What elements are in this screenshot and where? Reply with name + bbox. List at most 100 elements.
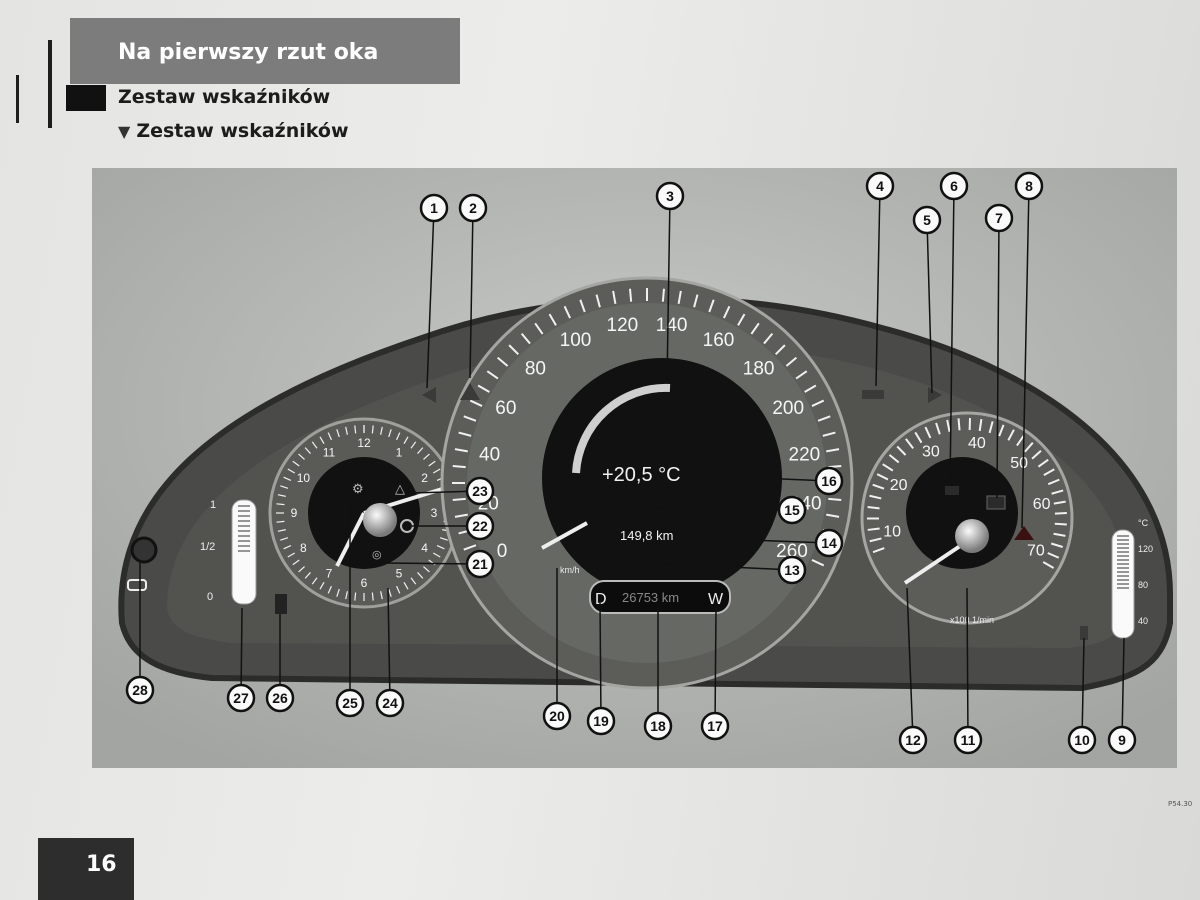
speedometer-tick [595,294,601,308]
speedometer-tick [452,497,466,501]
tachometer-tick [1051,489,1064,495]
clock-tick [311,577,318,585]
leader-line [996,217,1000,499]
callout-bubble [125,675,155,705]
tachometer-tick [914,431,923,444]
speedometer-tick [737,313,746,326]
clock-tick [371,592,374,601]
clock-tick [292,460,300,467]
leader-line [691,537,830,544]
tachometer-label: 70 [1027,542,1045,559]
speedometer-tick [520,332,531,345]
callout-bubble [912,205,942,235]
callout-bubble [814,528,844,558]
leader-line [875,185,881,387]
clock-tick [276,503,285,506]
leader-line [469,207,474,379]
indicator-lamp-6 [945,486,959,495]
tachometer-tick [988,421,994,434]
gear-position-right: W [708,591,724,608]
tachometer-label: 10 [883,524,901,541]
clock-tick [380,426,383,435]
callout-number: 4 [876,178,884,194]
clock-tick [327,585,333,594]
callout-bubble [643,711,673,741]
tachometer-label: 20 [890,477,908,494]
coolant-gauge: °C 120 80 40 [1111,518,1153,639]
clock-tick [371,425,374,434]
odometer-window [589,580,731,614]
odometer-reading: 26753 km [622,590,679,605]
clock-tick [436,544,445,550]
callout-bubble [335,688,365,718]
clock-label: 10 [297,471,311,485]
clock-tick [283,544,292,550]
callout-number: 21 [472,556,488,572]
callout-number: 2 [469,200,477,216]
service-indicator-icon: ⚙ [352,481,364,496]
speedometer-tick [579,299,586,313]
speedometer-tick [828,497,842,501]
gear-position-left: D [595,591,607,608]
clock-tick [319,581,325,590]
clock-tick [292,559,300,566]
speedometer-tick [454,448,468,453]
speedometer-tick [693,294,699,308]
tachometer-tick [978,418,983,432]
tachometer-tick [1047,478,1060,486]
speedometer-tick [486,370,499,380]
leader-line [666,195,671,384]
clock-tick [327,432,333,441]
tachometer-tick [1050,542,1063,548]
speedometer-tick [563,305,571,319]
tachometer-label: 30 [922,443,940,460]
clock-tick [287,552,296,558]
clock-tick [304,572,311,579]
tachometer-tick [1043,468,1055,477]
clock-tick [345,426,348,435]
clock-tick [432,468,441,474]
leader-line [1121,637,1125,741]
speedometer-tick [458,431,472,437]
callout-number: 15 [784,502,800,518]
clock-tick [395,432,401,441]
speedometer-tick [496,356,509,367]
clock-label: 5 [396,567,403,581]
callout-bubble [1107,725,1137,755]
callout-number: 7 [995,210,1003,226]
clock-label: 12 [357,436,371,450]
callout-number: 10 [1074,732,1090,748]
speedometer-tick [826,513,840,518]
callout-number: 9 [1118,732,1126,748]
callout-bubble [655,181,685,211]
speedometer-tick [750,322,760,335]
tachometer-label: 40 [968,435,986,452]
callout-bubble [465,511,495,541]
speedometer-tick [774,344,786,356]
warning-triangle-icon: △ [395,481,405,496]
speedometer-tick [763,332,774,345]
tachometer-tick [957,418,961,431]
coolant-unit: °C [1138,518,1149,528]
tachometer-tick [905,438,914,449]
clock-tick [395,585,401,594]
tachometer-tick [869,494,882,500]
leader-line [647,562,793,571]
speedometer-label: 100 [560,330,592,351]
callout-bubble [984,203,1014,233]
clock-tick [423,566,430,573]
clock-label: 3 [431,506,438,520]
clock-label: 9 [291,506,298,520]
tachometer-label: 60 [1033,496,1051,513]
clock-tick [277,529,286,532]
speedometer-tick [508,344,520,356]
clock-tick [428,460,436,467]
leader-line [711,475,830,482]
tachometer-tick [1016,435,1025,447]
callout-bubble [939,171,969,201]
tachometer-tick [1054,512,1067,515]
clock-tick [388,429,392,438]
speedometer-tick [811,399,825,407]
speed-unit: km/h [560,565,580,575]
